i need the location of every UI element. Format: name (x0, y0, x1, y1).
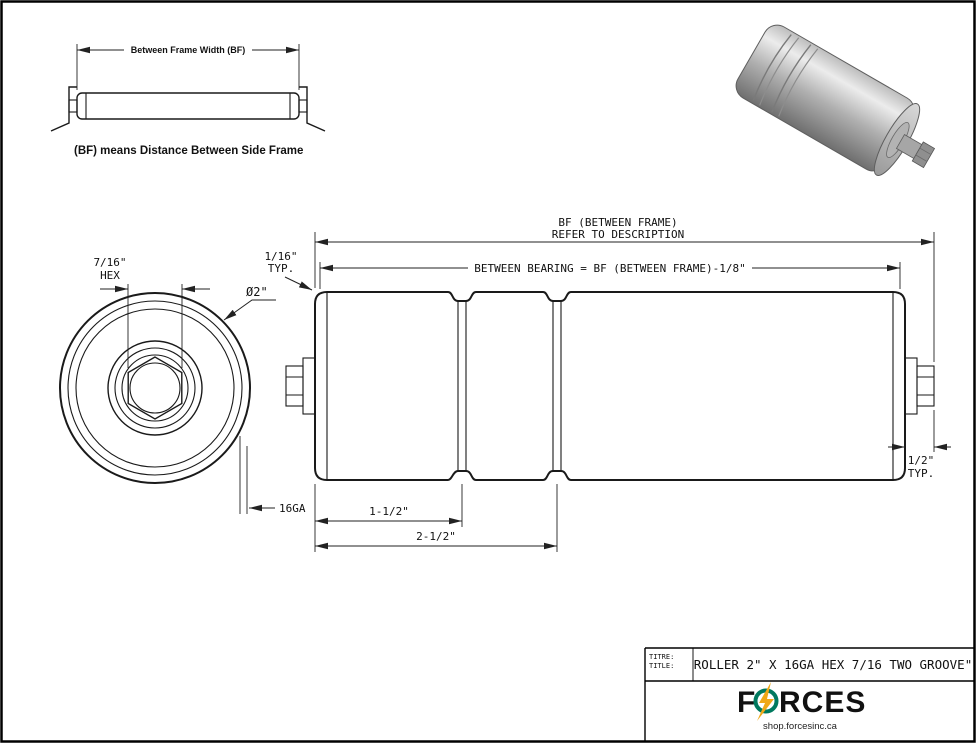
gauge-label: 16GA (279, 502, 306, 515)
inset-dim-label: Between Frame Width (BF) (131, 45, 245, 55)
left-typ-word: TYP. (268, 262, 295, 275)
dim-first-groove: 1-1/2" (369, 505, 409, 518)
bf-explainer-inset: Between Frame Width (BF) (BF) means Dist… (50, 44, 326, 157)
title-label-line1: TITRE: (649, 653, 674, 661)
brand-letter-f: F (737, 686, 756, 719)
inset-roller-body (76, 92, 300, 120)
hex-word-label: HEX (100, 269, 120, 282)
inset-right-shaft (298, 99, 308, 113)
brand-letters-rces: RCES (779, 686, 866, 719)
right-typ-value: 1/2" (908, 454, 935, 467)
side-view: BF (BETWEEN FRAME) REFER TO DESCRIPTION … (264, 216, 951, 552)
roller-body-outline (314, 291, 906, 481)
right-hex-shaft (916, 365, 935, 407)
hex-size-label: 7/16" (93, 256, 126, 269)
bf-dim-sublabel: REFER TO DESCRIPTION (552, 228, 684, 241)
forces-logo: F RCES shop.forcesinc.ca (737, 682, 866, 732)
between-bearing-label: BETWEEN BEARING = BF (BETWEEN FRAME)-1/8… (474, 262, 746, 275)
right-typ-word: TYP. (908, 467, 935, 480)
left-bearing-collar (302, 357, 316, 415)
hex-bore (127, 356, 183, 420)
diameter-label: Ø2" (246, 285, 268, 299)
inset-left-shaft (68, 99, 78, 113)
right-frame-section (299, 86, 326, 132)
title-block: TITRE: TITLE: ROLLER 2" X 16GA HEX 7/16 … (644, 647, 974, 741)
left-frame-section (50, 86, 77, 132)
left-hex-shaft (285, 365, 304, 407)
dim-second-groove: 2-1/2" (416, 530, 456, 543)
brand-website: shop.forcesinc.ca (763, 721, 838, 732)
drawing-title: ROLLER 2" X 16GA HEX 7/16 TWO GROOVE" (694, 657, 972, 672)
left-typ-value: 1/16" (264, 250, 297, 263)
hex-end-3d (911, 141, 936, 169)
roller-3d-render (735, 24, 936, 176)
roller-outer-diameter (59, 292, 251, 484)
bf-dim-label: BF (BETWEEN FRAME) (558, 216, 677, 229)
front-view: 7/16" HEX Ø2" 16GA (59, 256, 306, 515)
title-label-line2: TITLE: (649, 662, 674, 670)
lightning-bolt-icon (757, 682, 774, 721)
inset-caption: (BF) means Distance Between Side Frame (74, 145, 303, 157)
right-bearing-collar (904, 357, 918, 415)
bearing-housing-circle (107, 340, 203, 436)
